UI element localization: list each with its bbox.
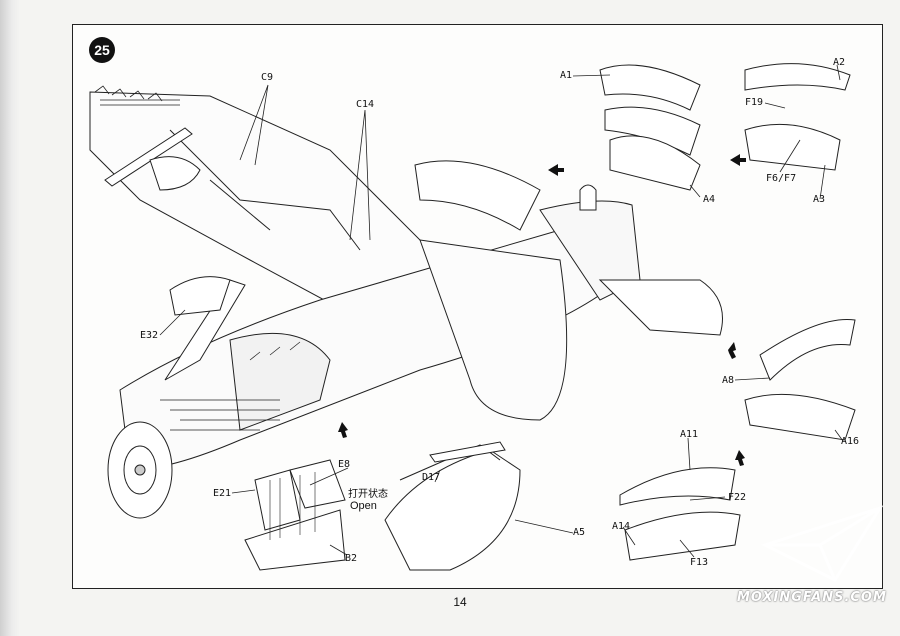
step-number: 25	[89, 37, 115, 63]
tail-stabilizer	[414, 160, 723, 421]
callout-e21: E21	[213, 488, 232, 499]
page-edge-shadow	[0, 0, 20, 636]
cowl-flap-assembly	[244, 459, 346, 571]
engine-cowl	[107, 276, 246, 519]
main-wing	[89, 85, 471, 346]
direction-arrows	[338, 154, 746, 466]
callout-c9: C9	[261, 72, 274, 83]
leader-lines	[159, 64, 844, 558]
callout-a11: A11	[680, 429, 699, 440]
callout-f13: F13	[690, 557, 709, 568]
callout-e32: E32	[140, 330, 159, 341]
callout-a4: A4	[703, 194, 716, 205]
page-number: 14	[453, 595, 467, 609]
callout-a16: A16	[841, 436, 860, 447]
belly-panel	[384, 441, 521, 571]
watermark-logo	[761, 505, 884, 582]
note-open-cn: 打开状态	[348, 489, 388, 500]
callout-d17: D17	[422, 472, 441, 483]
callout-c14: C14	[356, 99, 375, 110]
exploded-panels	[599, 63, 856, 561]
callout-a14: A14	[612, 521, 631, 532]
callout-f22: F22	[728, 492, 747, 503]
callout-a5: A5	[573, 527, 586, 538]
note-open-en: Open	[350, 500, 377, 512]
callout-f6-f7: F6/F7	[766, 173, 797, 184]
callout-a3: A3	[813, 194, 826, 205]
callout-f19: F19	[745, 97, 764, 108]
callout-a8: A8	[722, 375, 735, 386]
watermark-text: MOXINGFANS.COM	[737, 590, 887, 605]
callout-a2: A2	[833, 57, 846, 68]
callout-e8: E8	[338, 459, 351, 470]
callout-b2: B2	[345, 553, 358, 564]
callout-a1: A1	[560, 70, 573, 81]
